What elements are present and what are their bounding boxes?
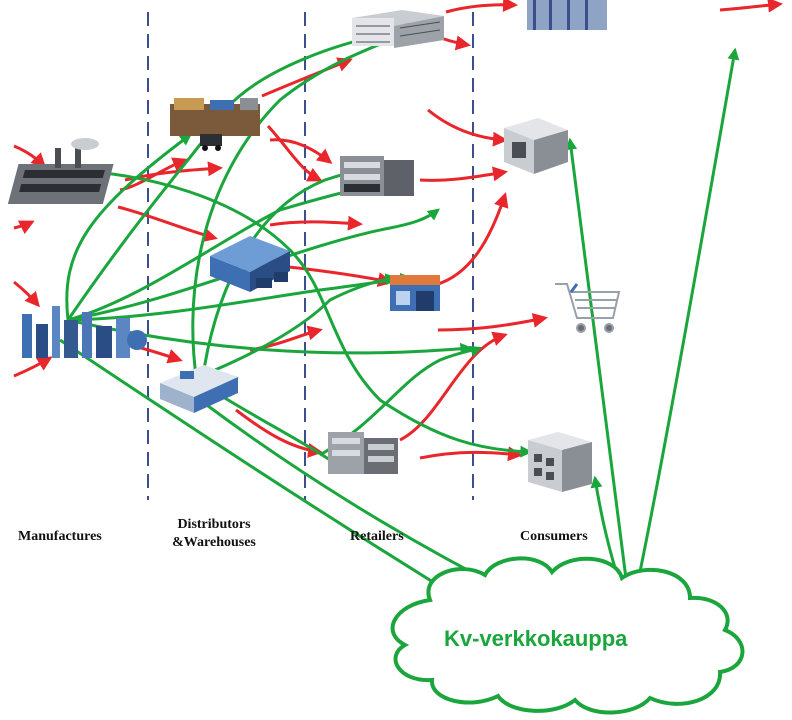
label-manufactures: Manufactures bbox=[18, 529, 102, 544]
store-building-icon bbox=[340, 156, 414, 196]
storefront-icon bbox=[527, 0, 607, 30]
cloud-shape bbox=[390, 556, 745, 715]
column-dividers bbox=[147, 12, 474, 500]
label-distributors-line1: Distributors bbox=[177, 517, 251, 532]
office-building-icon bbox=[352, 10, 444, 48]
cloud-label: Kv-verkkokauppa bbox=[444, 626, 628, 651]
distribution-center-icon bbox=[160, 365, 238, 413]
red-flow-arrows bbox=[13, 0, 783, 462]
industrial-plant-icon bbox=[22, 306, 147, 358]
retail-building-icon bbox=[328, 432, 398, 474]
warehouse-trucks-icon bbox=[210, 236, 290, 292]
house-icon bbox=[504, 118, 568, 174]
factory-icon bbox=[7, 138, 114, 204]
shopping-cart-icon bbox=[555, 283, 621, 333]
shop-icon bbox=[390, 275, 440, 311]
label-consumers: Consumers bbox=[520, 529, 588, 544]
apartment-icon bbox=[528, 432, 592, 492]
truck-warehouse-icon bbox=[170, 98, 260, 151]
green-flow-arrows bbox=[59, 25, 740, 614]
label-retailers: Retailers bbox=[350, 529, 404, 544]
label-distributors-line2: &Warehouses bbox=[172, 535, 256, 550]
label-distributors: Distributors &Warehouses bbox=[160, 516, 268, 552]
